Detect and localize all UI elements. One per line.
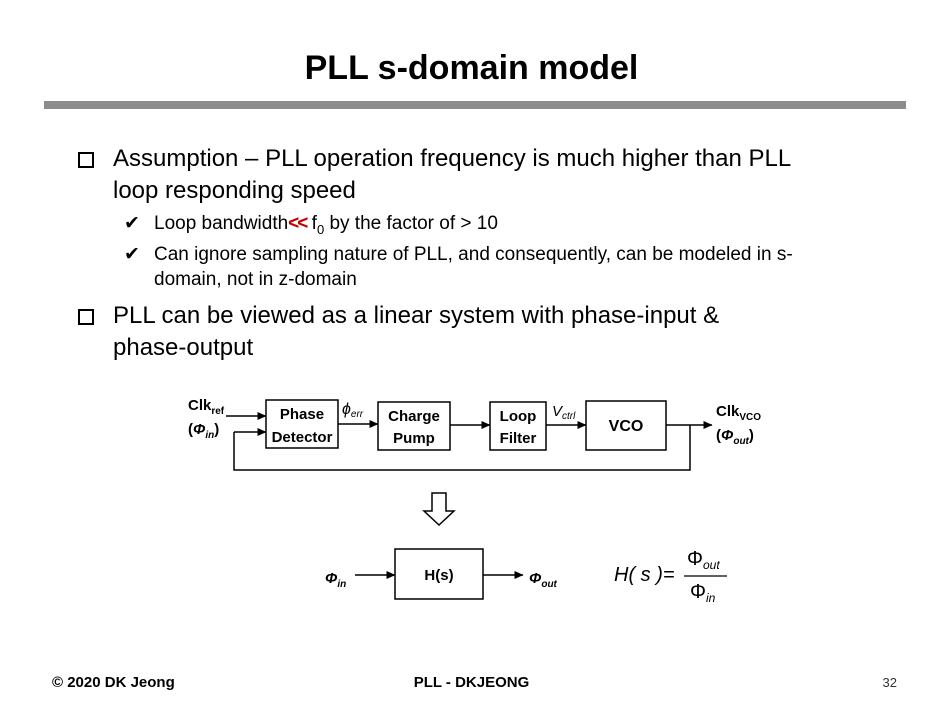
subbullet-post: by the factor of > 10 [324, 213, 498, 234]
phase-detector-label-2: Detector [272, 429, 333, 446]
bullet-line: PLL can be viewed as a linear system wit… [113, 302, 720, 329]
bullet-line: phase-output [113, 334, 254, 361]
hs-input-label: Φin [325, 570, 346, 590]
f-subscript: 0 [316, 221, 325, 237]
equation-lhs: H( s )= [614, 564, 675, 586]
charge-pump-label-2: Pump [393, 430, 435, 447]
phi-in-label: (Φin) [188, 421, 219, 441]
phi-err-label: ϕerr [342, 401, 364, 420]
equation-denominator: Φin [690, 581, 716, 605]
bullet-line: Assumption – PLL operation frequency is … [113, 145, 792, 172]
vctrl-label: Vctrl [552, 403, 576, 422]
square-bullet-icon [78, 309, 94, 325]
subbullet-pre: Loop bandwidth [154, 213, 289, 234]
slide-title: PLL s-domain model [304, 49, 639, 87]
clkvco-label: ClkVCO [716, 403, 761, 423]
f-symbol: f [311, 213, 317, 234]
subbullet-line: Can ignore sampling nature of PLL, and c… [154, 244, 793, 265]
hs-output-label: Φout [529, 570, 558, 590]
vco-block [585, 400, 667, 451]
much-less-than-symbol: << [288, 213, 308, 234]
footer-copyright: © 2020 DK Jeong [52, 674, 175, 691]
bullet-line: loop responding speed [113, 177, 356, 204]
charge-pump-label-1: Charge [388, 408, 440, 425]
footer-center: PLL - DKJEONG [413, 674, 530, 691]
vco-label: VCO [609, 418, 644, 435]
down-arrow-icon [422, 492, 456, 527]
loop-filter-label-2: Filter [500, 430, 537, 447]
phi-out-label: (Φout) [716, 427, 754, 447]
clkref-label: Clkref [188, 397, 225, 417]
phase-detector-label-1: Phase [280, 406, 324, 423]
loop-filter-block [489, 401, 547, 451]
checkmark-icon: ✔ [124, 213, 140, 234]
square-bullet-icon [78, 152, 94, 168]
charge-pump-block [377, 401, 451, 451]
feedback-path [233, 425, 691, 471]
subbullet-text: Loop bandwidth<< f0 by the factor of > 1… [154, 212, 884, 242]
page-number: 32 [882, 675, 897, 690]
hs-label: H(s) [424, 567, 453, 584]
equation-numerator: Φout [687, 548, 720, 572]
checkmark-icon: ✔ [124, 244, 140, 265]
loop-filter-label-1: Loop [500, 408, 537, 425]
hs-block [394, 548, 484, 600]
title-divider [44, 101, 906, 109]
subbullet-line: domain, not in z-domain [154, 269, 357, 290]
